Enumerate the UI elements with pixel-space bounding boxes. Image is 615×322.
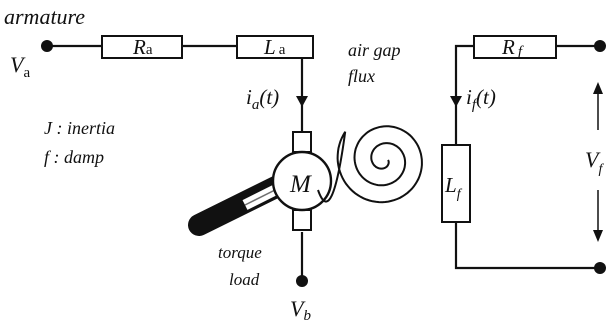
damp-label: f : damp bbox=[44, 147, 104, 167]
flux-spiral bbox=[317, 125, 423, 204]
ia-arrow-icon bbox=[296, 96, 308, 107]
motor-brush-top bbox=[292, 131, 312, 153]
vf-terminal-top bbox=[594, 40, 606, 52]
ra-label: Ra bbox=[132, 35, 153, 59]
rf-resistor bbox=[473, 35, 557, 59]
airgap-label: air gap bbox=[348, 40, 401, 60]
ia-label: ia(t) bbox=[246, 85, 279, 113]
flux-label: flux bbox=[348, 66, 375, 86]
wire-lf-return bbox=[454, 222, 600, 270]
torque-label: torque bbox=[218, 243, 262, 262]
vb-label: Vb bbox=[290, 296, 311, 322]
load-label: load bbox=[229, 270, 260, 289]
armature-label: armature bbox=[4, 4, 85, 29]
vb-terminal bbox=[296, 275, 308, 287]
vf-label: Vf bbox=[585, 147, 604, 177]
lf-inductor bbox=[441, 144, 471, 223]
vf-arrow-up-icon bbox=[593, 82, 603, 94]
wire-rf-lf bbox=[454, 44, 474, 145]
la-inductor bbox=[236, 35, 314, 59]
if-label: if(t) bbox=[466, 85, 496, 113]
motor-circle bbox=[271, 150, 333, 212]
va-terminal bbox=[41, 40, 53, 52]
lf-label: Lf bbox=[444, 173, 463, 202]
motor-label: M bbox=[289, 171, 312, 198]
va-label: Va bbox=[10, 52, 30, 81]
ra-resistor bbox=[101, 35, 183, 59]
vf-terminal-bottom bbox=[594, 262, 606, 274]
motor-brush-bottom bbox=[292, 209, 312, 231]
inertia-label: J : inertia bbox=[44, 118, 115, 138]
if-arrow-icon bbox=[450, 96, 462, 107]
vf-arrow-down-icon bbox=[593, 230, 603, 242]
